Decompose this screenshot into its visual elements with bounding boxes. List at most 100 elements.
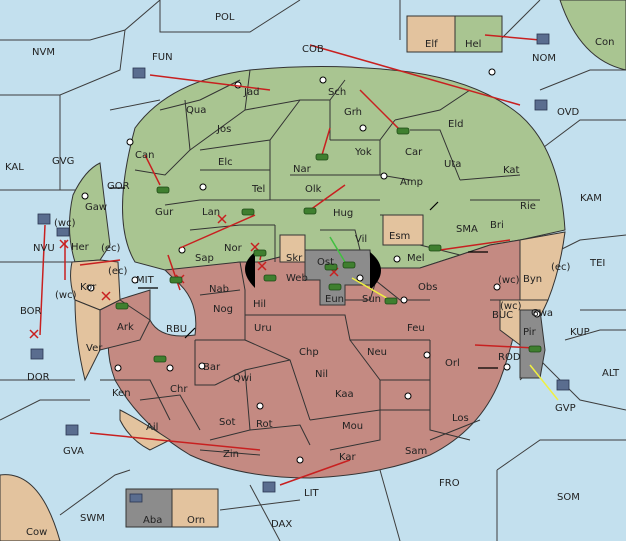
label-fro: FRO: [439, 478, 460, 489]
label-gvg: GVG: [52, 156, 74, 167]
label-alt: ALT: [602, 368, 620, 379]
label-ec-1: (ec): [101, 243, 121, 254]
label-qwi: Qwi: [233, 373, 252, 384]
label-mel: Mel: [407, 253, 425, 264]
label-chp: Chp: [299, 347, 319, 358]
label-ken: Ken: [112, 388, 131, 399]
label-her: Her: [71, 242, 90, 253]
label-gaw: Gaw: [85, 202, 107, 213]
fleets[interactable]: [30, 33, 570, 503]
label-kaa: Kaa: [335, 389, 354, 400]
label-elc: Elc: [218, 157, 233, 168]
label-ail: Ail: [146, 422, 158, 433]
label-sma: SMA: [456, 224, 478, 235]
label-eun: Eun: [325, 294, 344, 305]
label-elf: Elf: [425, 39, 438, 50]
label-vil: Vil: [355, 234, 367, 245]
label-hel: Hel: [465, 39, 481, 50]
label-gur: Gur: [155, 207, 174, 218]
label-eld: Eld: [448, 119, 463, 130]
label-kar: Kar: [339, 452, 357, 463]
province-borders: [100, 69, 540, 456]
label-olk: Olk: [305, 184, 322, 195]
label-nor: Nor: [224, 243, 243, 254]
label-cob: COB: [302, 44, 324, 55]
label-nvm: NVM: [32, 47, 55, 58]
label-hil: Hil: [253, 299, 266, 310]
armies[interactable]: [115, 127, 542, 363]
label-nil: Nil: [315, 369, 328, 380]
label-tel: Tel: [251, 184, 265, 195]
label-bor: BOR: [20, 306, 42, 317]
label-kat: Kat: [503, 165, 520, 176]
label-zin: Zin: [223, 449, 239, 460]
label-ark: Ark: [117, 322, 134, 333]
label-nvu: NVU: [33, 243, 55, 254]
label-ost: Ost: [317, 257, 334, 268]
canal-west: [245, 252, 255, 288]
label-dor: DOR: [27, 372, 50, 383]
label-mit: MIT: [136, 275, 155, 286]
label-grh: Grh: [344, 107, 362, 118]
label-feu: Feu: [407, 323, 425, 334]
label-byn: Byn: [523, 274, 542, 285]
label-ver: Ver: [86, 343, 103, 354]
label-lan: Lan: [202, 207, 220, 218]
label-sch: Sch: [328, 87, 346, 98]
label-esm: Esm: [389, 231, 410, 242]
label-kam: KAM: [580, 193, 602, 204]
label-amp: Amp: [400, 177, 423, 188]
label-mou: Mou: [342, 421, 363, 432]
label-yok: Yok: [354, 147, 372, 158]
label-rot: Rot: [256, 419, 273, 430]
label-rbu: RBU: [166, 324, 187, 335]
label-tei: TEI: [589, 258, 605, 269]
label-dax: DAX: [271, 519, 292, 530]
label-wc-4: (wc): [500, 301, 522, 312]
province-skr[interactable]: [279, 234, 306, 263]
label-ec-3: (ec): [551, 262, 571, 273]
label-fun: FUN: [152, 52, 173, 63]
province-esm[interactable]: [382, 214, 424, 246]
label-cow: Cow: [26, 527, 47, 538]
label-ec-2: (ec): [108, 266, 128, 277]
order-arrows: [39, 34, 541, 486]
province-hel[interactable]: [454, 15, 503, 53]
label-nab: Nab: [209, 284, 229, 295]
passage-arrows: [109, 187, 498, 369]
label-gwa: Gwa: [531, 308, 553, 319]
label-wc-3: (wc): [498, 275, 520, 286]
label-kor: Kor: [80, 282, 97, 293]
label-chr: Chr: [170, 384, 188, 395]
label-neu: Neu: [367, 347, 387, 358]
label-can: Can: [135, 150, 154, 161]
label-con: Con: [595, 37, 614, 48]
label-aba: Aba: [143, 515, 162, 526]
province-elf[interactable]: [406, 15, 456, 53]
label-sap: Sap: [195, 253, 214, 264]
label-lit: LIT: [304, 488, 320, 499]
support-arrows-green: [329, 236, 346, 263]
label-gvp: GVP: [555, 403, 576, 414]
province-orn[interactable]: [171, 488, 219, 528]
label-orl: Orl: [445, 358, 460, 369]
province-pir[interactable]: [519, 309, 546, 379]
label-los: Los: [452, 413, 469, 424]
label-gva: GVA: [63, 446, 84, 457]
label-som: SOM: [557, 492, 580, 503]
label-nar: Nar: [293, 164, 312, 175]
label-hug: Hug: [333, 208, 353, 219]
label-sam: Sam: [405, 446, 427, 457]
label-kup: KUP: [570, 327, 590, 338]
failed-order-marks: [29, 214, 339, 339]
support-arrows-yellow: [351, 277, 559, 401]
label-pir: Pir: [523, 327, 537, 338]
label-car: Car: [405, 147, 423, 158]
province-ver[interactable]: [74, 299, 101, 382]
supply-centers: [81, 68, 541, 464]
province-ark[interactable]: [99, 299, 151, 351]
province-gaw[interactable]: [68, 162, 111, 263]
label-wc-2: (wc): [55, 290, 77, 301]
label-gor: GOR: [107, 181, 130, 192]
